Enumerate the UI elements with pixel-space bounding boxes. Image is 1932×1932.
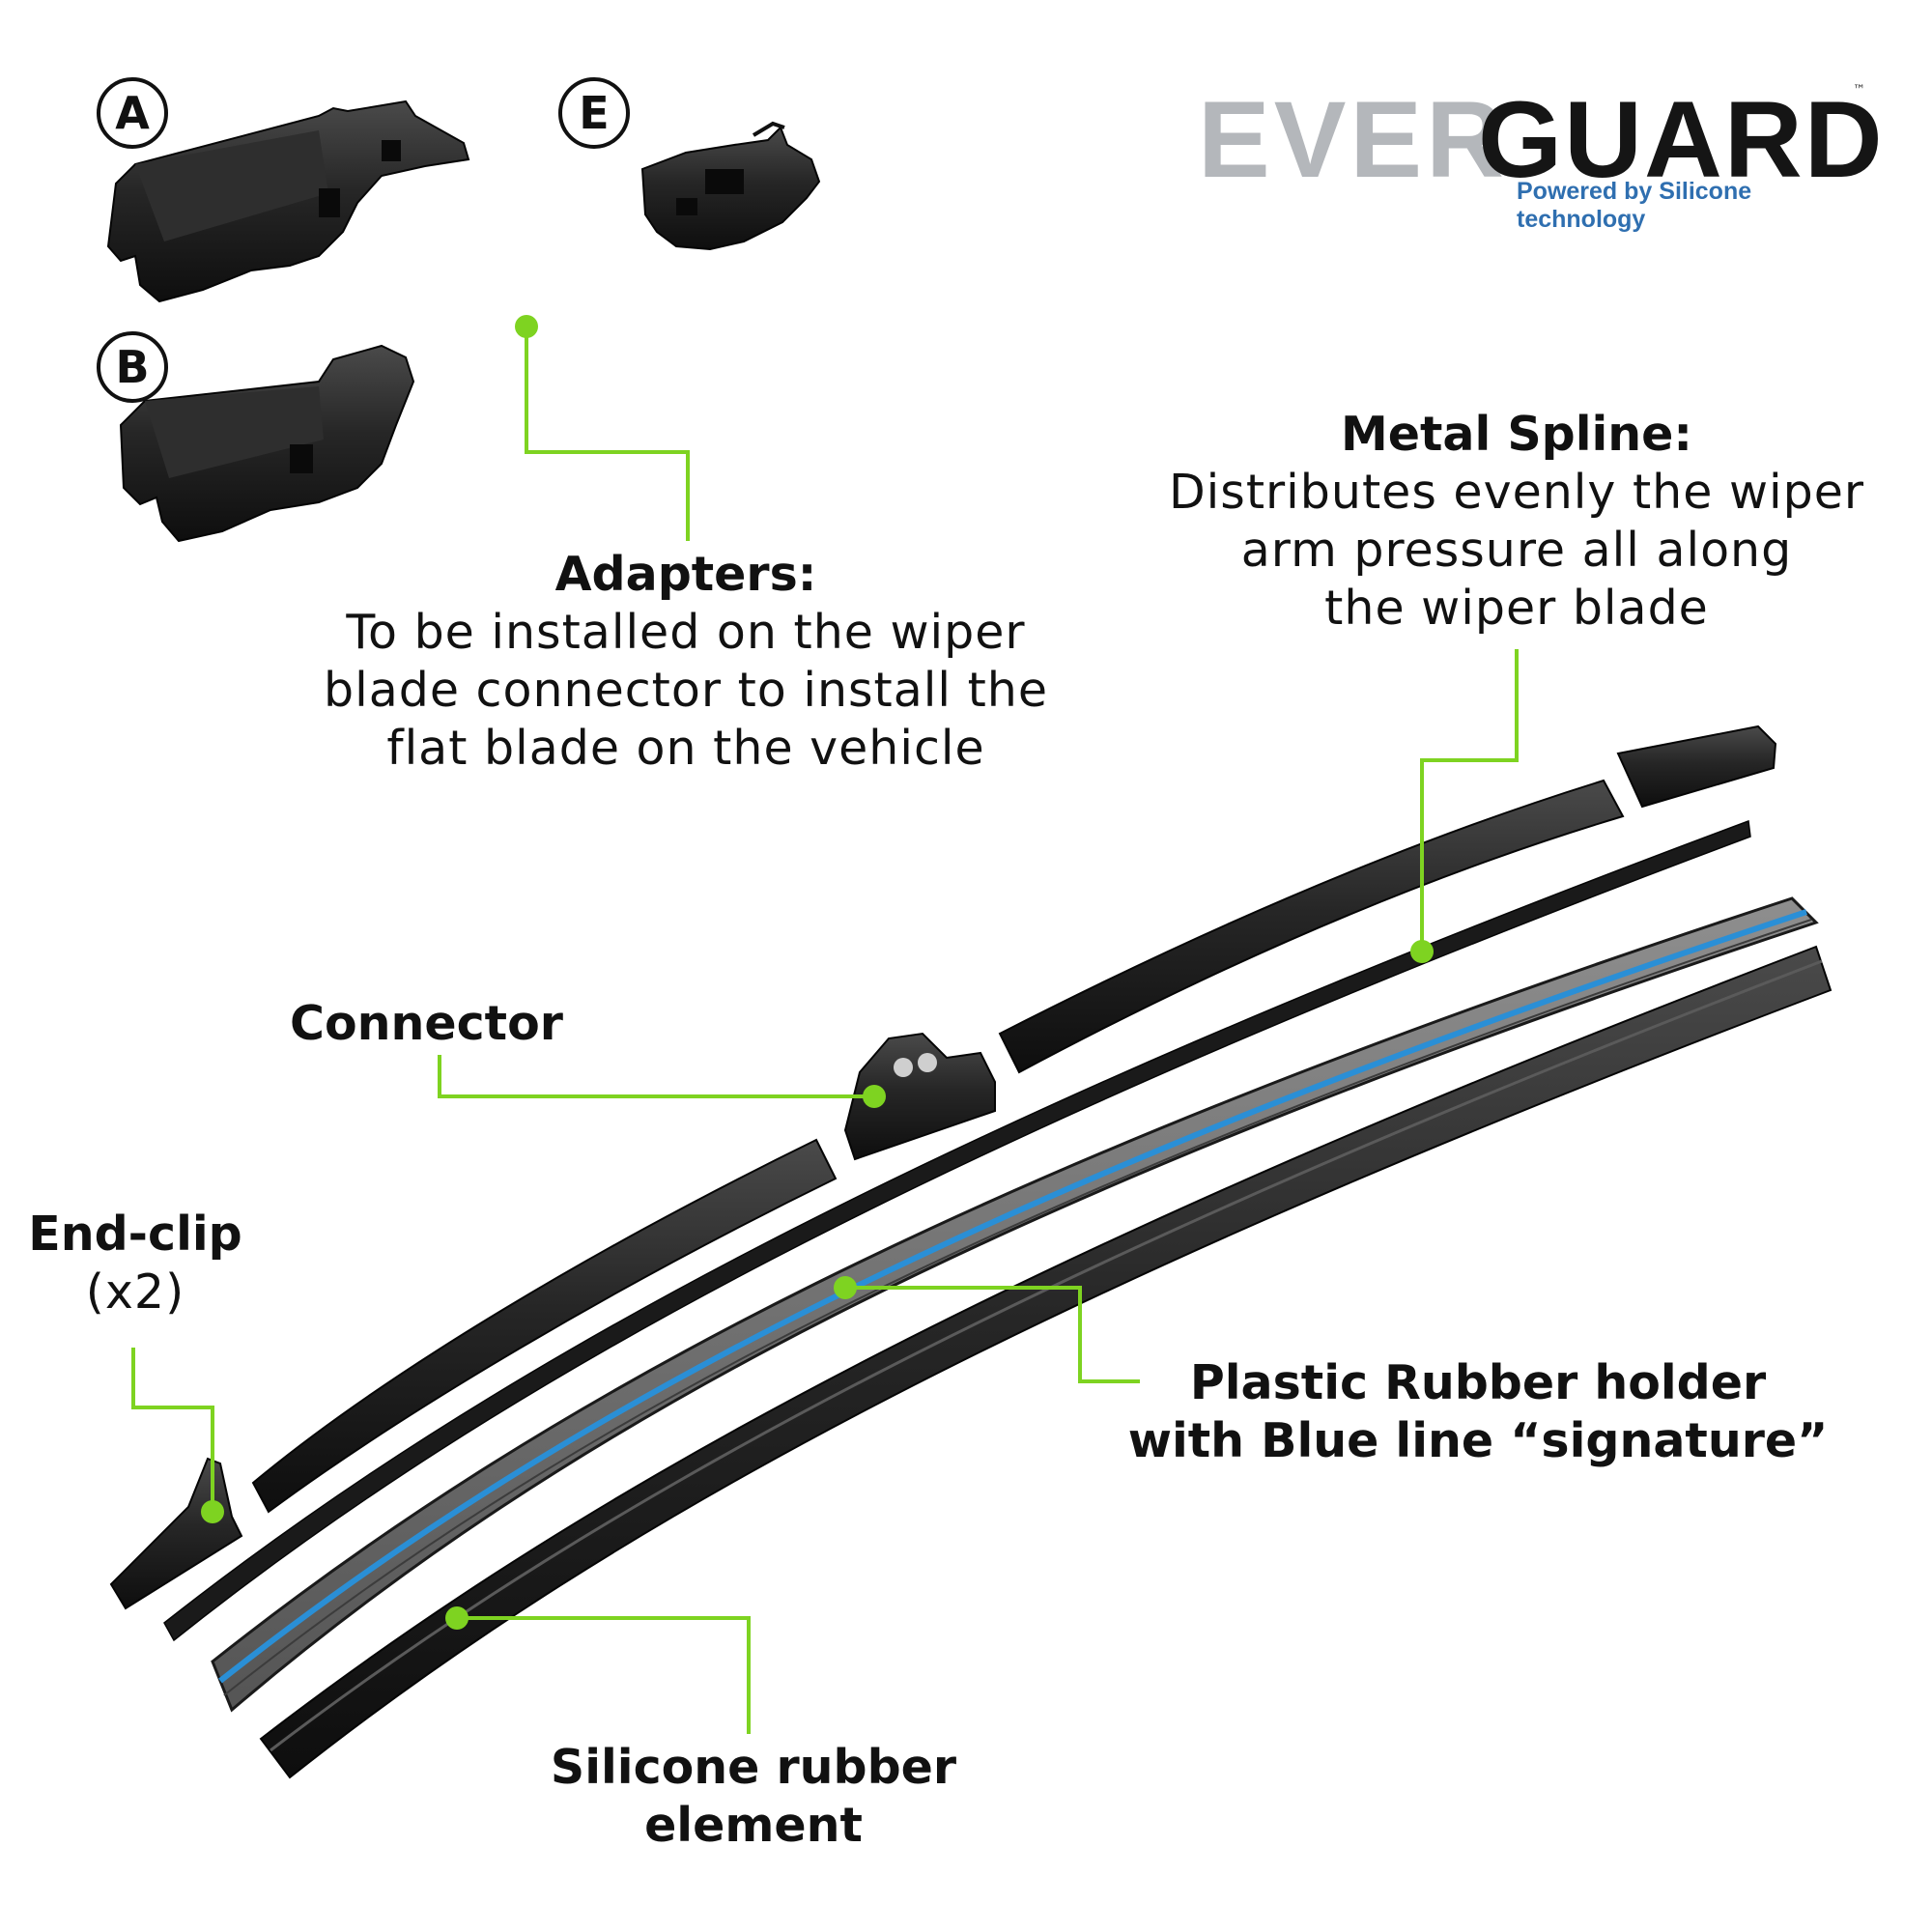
label-metal-spline: Metal Spline: Distributes evenly the wip… (1121, 406, 1913, 638)
logo-word-guard: GUARD (1478, 79, 1885, 200)
cover-segment-right (998, 779, 1625, 1074)
logo-trademark: ™ (1853, 83, 1865, 98)
adapter-b-part (119, 344, 415, 543)
label-rubber-holder-title: Plastic Rubber holder with Blue line “si… (1127, 1355, 1829, 1468)
callout-dot-rubber-holder (834, 1276, 857, 1299)
cover-segment-left (251, 1138, 838, 1514)
leader-end-clip (131, 1348, 214, 1512)
label-connector-title: Connector (290, 996, 563, 1051)
badge-adapter-a: A (97, 77, 168, 149)
label-adapters-description: To be installed on the wiper blade conne… (323, 605, 1049, 776)
label-adapters: Adapters: To be installed on the wiper b… (251, 546, 1121, 778)
callout-dot-connector (863, 1085, 886, 1108)
leader-metal-spline (1420, 649, 1519, 952)
silicone-rubber-part (259, 945, 1833, 1779)
blue-signature-line (218, 909, 1807, 1684)
label-end-clip: End-clip (x2) (19, 1206, 251, 1321)
leader-rubber-holder (845, 1286, 1140, 1383)
label-rubber-holder: Plastic Rubber holder with Blue line “si… (1111, 1354, 1845, 1470)
label-silicone-element-title: Silicone rubber element (550, 1740, 957, 1853)
metal-spline-part (163, 819, 1751, 1642)
label-metal-spline-description: Distributes evenly the wiper arm pressur… (1168, 465, 1865, 636)
badge-adapter-b: B (97, 331, 168, 403)
label-metal-spline-title: Metal Spline: (1340, 407, 1692, 462)
logo-tagline: Powered by Silicone technology (1517, 178, 1752, 233)
end-clip-left-part (109, 1457, 243, 1610)
badge-adapter-e: E (558, 77, 630, 149)
callout-dot-metal-spline (1410, 940, 1434, 963)
label-end-clip-title: End-clip (28, 1207, 242, 1262)
everguard-logo: EVER GUARD ™ Powered by Silicone technol… (1198, 77, 1883, 233)
leader-connector (438, 1055, 874, 1098)
leader-adapters (525, 327, 690, 541)
logo-word-ever: EVER (1198, 79, 1508, 200)
label-connector: Connector (290, 995, 599, 1053)
label-silicone-element: Silicone rubber element (502, 1739, 1005, 1855)
adapter-a-part (106, 99, 470, 303)
callout-dot-adapters (515, 315, 538, 338)
label-adapters-title: Adapters: (554, 547, 817, 602)
rubber-holder-part (211, 896, 1819, 1713)
adapter-e-part (640, 121, 821, 251)
end-clip-right-part (1616, 724, 1777, 809)
connector-part (843, 1032, 996, 1161)
label-end-clip-qualifier: (x2) (85, 1264, 185, 1320)
callout-dot-end-clip (201, 1500, 224, 1523)
leader-silicone (457, 1616, 751, 1734)
callout-dot-silicone (445, 1606, 469, 1630)
